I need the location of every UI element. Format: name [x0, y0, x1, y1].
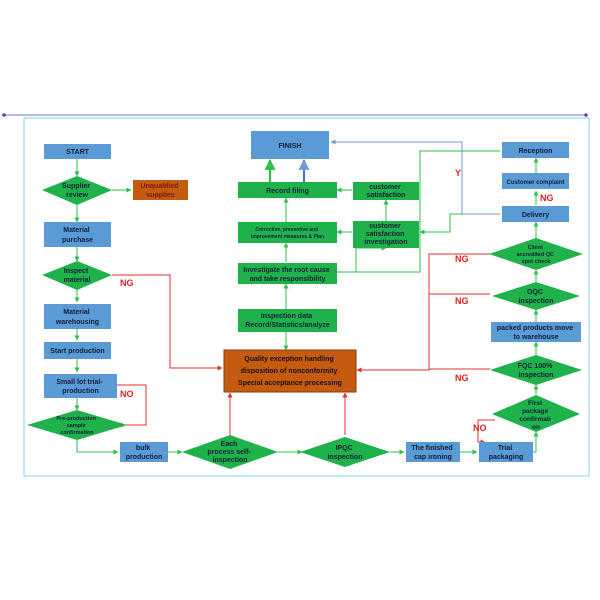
- ng-label-oqc: NG: [455, 296, 469, 306]
- cap-ironing-label: The finished cap ironing: [411, 445, 454, 461]
- small-lot-trial-node: [44, 374, 117, 398]
- material-purchase-label: Material purchase: [62, 227, 93, 244]
- client-qc-label: Client accredited QC spot check: [517, 245, 556, 265]
- delivery-label: Delivery: [522, 212, 549, 219]
- root-cause-node: [238, 263, 337, 284]
- satisfaction-investigation-node: [353, 221, 419, 248]
- ipqc-inspection-label: IPQC inspection: [327, 445, 362, 461]
- supplier-review-label: Supplier review: [62, 183, 92, 199]
- corrective-measures-label: Corrective, preventive and improvement m…: [251, 227, 324, 240]
- trial-packaging-label: Trial packaging: [489, 445, 524, 461]
- delivery-node: [502, 206, 569, 222]
- quality-exception-node: [223, 349, 357, 393]
- bulk-production-node: [120, 442, 168, 462]
- satisfaction-investigation-label: customer satisfaction investigation: [364, 223, 407, 246]
- line-endpoint-dot: [584, 113, 588, 117]
- fqc-inspection-label: FQC 100% inspection: [518, 363, 555, 379]
- feedback-connectors: [330, 139, 500, 215]
- ng-label-fqc: NG: [455, 373, 469, 383]
- start-label: START: [66, 149, 90, 156]
- finish-node: [251, 131, 329, 159]
- cap-ironing-node: [406, 442, 460, 462]
- first-package-decision: [492, 395, 580, 432]
- ng-label-delivery: NG: [540, 193, 554, 203]
- material-warehousing-node: [44, 304, 111, 329]
- line-endpoint-dot: [2, 113, 6, 117]
- client-qc-decision: [489, 238, 583, 270]
- start-production-node: [44, 342, 111, 359]
- record-filing-label: Record filing: [266, 188, 309, 195]
- exception-connectors: [112, 253, 495, 445]
- pre-production-decision: [27, 410, 127, 440]
- customer-complaint-label: Customer complaint: [506, 180, 564, 186]
- oqc-inspection-decision: [492, 282, 580, 310]
- first-package-label: First package confirmati on: [519, 400, 552, 431]
- quality-exception-label: Quality exception handling disposition o…: [238, 356, 342, 387]
- inspection-data-node: [238, 309, 337, 332]
- oqc-inspection-label: OQC inspection: [518, 289, 553, 305]
- inspect-material-decision: [42, 261, 112, 290]
- ng-label-inspect-material: NG: [120, 278, 134, 288]
- reception-label: Reception: [519, 148, 553, 155]
- root-cause-label: Investigate the root cause and take resp…: [243, 267, 331, 283]
- customer-satisfaction-node: [353, 182, 419, 200]
- inspect-material-label: Inspect material: [64, 268, 91, 284]
- no-label-first-package: NO: [473, 423, 487, 433]
- y-label: Y: [455, 168, 461, 178]
- packed-products-label: packed products move to warehouse: [497, 325, 575, 341]
- bulk-production-label: bulk production: [126, 445, 163, 461]
- start-node: [44, 144, 111, 159]
- pre-production-label: Pre-production sample confirmation: [57, 416, 98, 436]
- unqualified-suppliers-node: [133, 180, 188, 200]
- customer-satisfaction-label: customer satisfaction: [367, 184, 406, 199]
- no-label-small-lot: NO: [120, 389, 134, 399]
- ng-label-client-qc: NG: [455, 254, 469, 264]
- trial-packaging-node: [479, 442, 533, 462]
- ipqc-inspection-decision: [300, 437, 390, 467]
- self-inspection-decision: [182, 435, 278, 469]
- small-lot-trial-label: Small lot trial- production: [56, 379, 104, 395]
- material-purchase-node: [44, 222, 111, 247]
- inspection-data-label: Inspection data Record/Statistics/analyz…: [245, 313, 330, 329]
- supplier-review-decision: [42, 176, 112, 205]
- unqualified-suppliers-label: Unqualified supplies: [140, 183, 180, 199]
- reception-node: [502, 142, 569, 158]
- customer-complaint-node: [502, 173, 569, 189]
- packed-products-node: [491, 322, 581, 342]
- material-warehousing-label: Material warehousing: [55, 309, 99, 326]
- diagram-frame: [23, 117, 590, 477]
- self-inspection-label: Each process self- inspection: [207, 441, 252, 464]
- green-connectors: [74, 150, 539, 455]
- record-filing-node: [238, 182, 337, 198]
- start-production-label: Start production: [50, 348, 104, 355]
- fqc-inspection-decision: [490, 355, 582, 385]
- corrective-measures-node: [238, 222, 337, 243]
- finish-label: FINISH: [279, 143, 302, 150]
